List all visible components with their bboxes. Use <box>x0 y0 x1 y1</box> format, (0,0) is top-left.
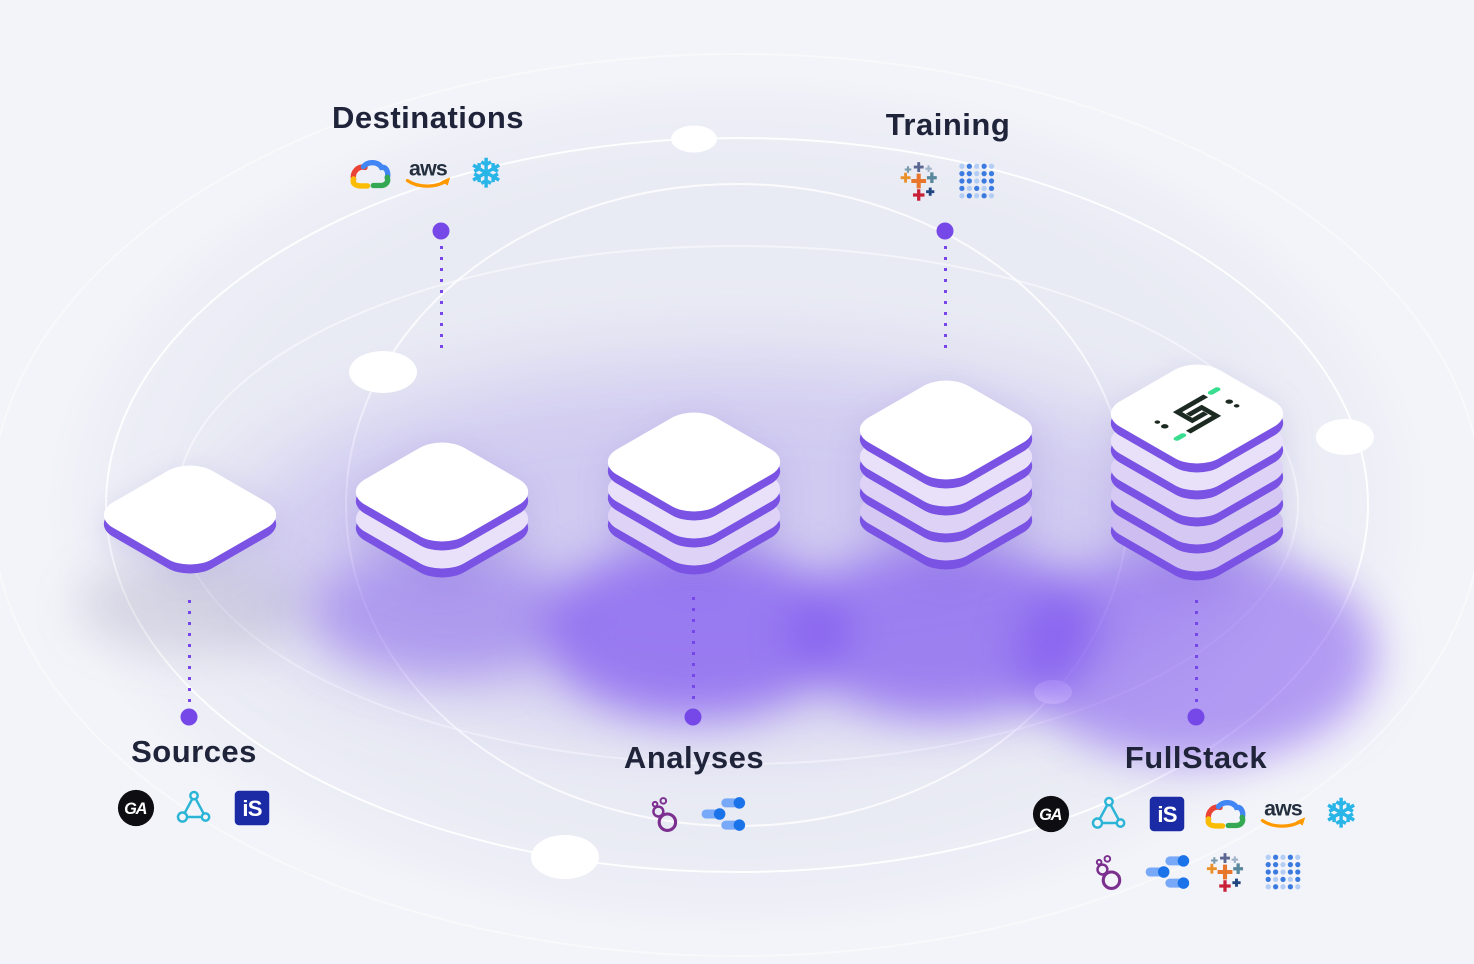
sources-title: Sources <box>131 734 257 769</box>
analyses-logos <box>624 791 764 837</box>
data-studio-logo <box>1145 855 1190 889</box>
training-connector-dot <box>936 222 954 240</box>
sources-label-block: Sources <box>113 734 275 831</box>
orbit-node-top <box>671 125 717 153</box>
orbit-ring-faint <box>0 53 1474 957</box>
ga-logo <box>1032 795 1070 833</box>
analyses-stack <box>554 347 834 662</box>
analyses-title: Analyses <box>623 740 765 775</box>
destinations-connector-dot <box>432 222 450 240</box>
google-cloud-logo <box>1202 791 1248 837</box>
destinations-logos <box>332 151 524 197</box>
sources-connector-dot <box>180 708 198 726</box>
sources-stack <box>50 400 330 715</box>
destinations-label-block: Destinations <box>332 100 524 197</box>
analyses-connector-dot <box>684 708 702 726</box>
tableau-logo <box>1202 849 1248 895</box>
fullstack-connector-dot <box>1187 708 1205 726</box>
data-studio-logo <box>701 797 746 831</box>
google-cloud-logo <box>347 151 393 197</box>
ga-logo <box>117 789 155 827</box>
fullstack-label-block: FullStack <box>1028 740 1364 895</box>
bubbles-logo <box>651 796 678 832</box>
orbit-node-right <box>1316 419 1374 455</box>
destinations-title: Destinations <box>331 100 525 135</box>
snowflake-logo <box>1323 791 1359 837</box>
dot-grid-logo <box>959 163 995 199</box>
analyses-label-block: Analyses <box>624 740 764 837</box>
aws-logo <box>1260 795 1307 828</box>
sources-logos <box>113 785 275 831</box>
is-badge-logo <box>234 790 270 826</box>
orbit-node-bottom <box>531 835 599 879</box>
analyses-connector-line <box>692 597 695 703</box>
triangle-network-logo <box>1091 796 1126 829</box>
aws-logo <box>405 154 452 188</box>
fullstack-logos-row1 <box>1028 791 1364 837</box>
fullstack-connector-line <box>1195 600 1198 704</box>
fullstack-title: FullStack <box>1124 740 1268 775</box>
fullstack-logos-row2 <box>1028 849 1364 895</box>
training-connector-line <box>944 246 947 356</box>
destinations-connector-line <box>440 246 443 356</box>
fullstack-stack <box>1057 299 1337 614</box>
training-title: Training <box>885 107 1011 142</box>
snowflake-logo <box>468 151 504 197</box>
training-label-block: Training <box>886 107 1011 204</box>
bubbles-logo <box>1095 854 1122 890</box>
training-stack <box>806 315 1086 630</box>
sources-connector-line <box>188 600 191 702</box>
triangle-network-logo <box>176 790 211 823</box>
dot-grid-logo <box>1265 854 1301 890</box>
destinations-stack <box>302 377 582 692</box>
tableau-logo <box>896 158 942 204</box>
orbit-node-left <box>349 351 417 393</box>
is-badge-logo <box>1149 796 1185 832</box>
training-logos <box>886 158 1011 204</box>
